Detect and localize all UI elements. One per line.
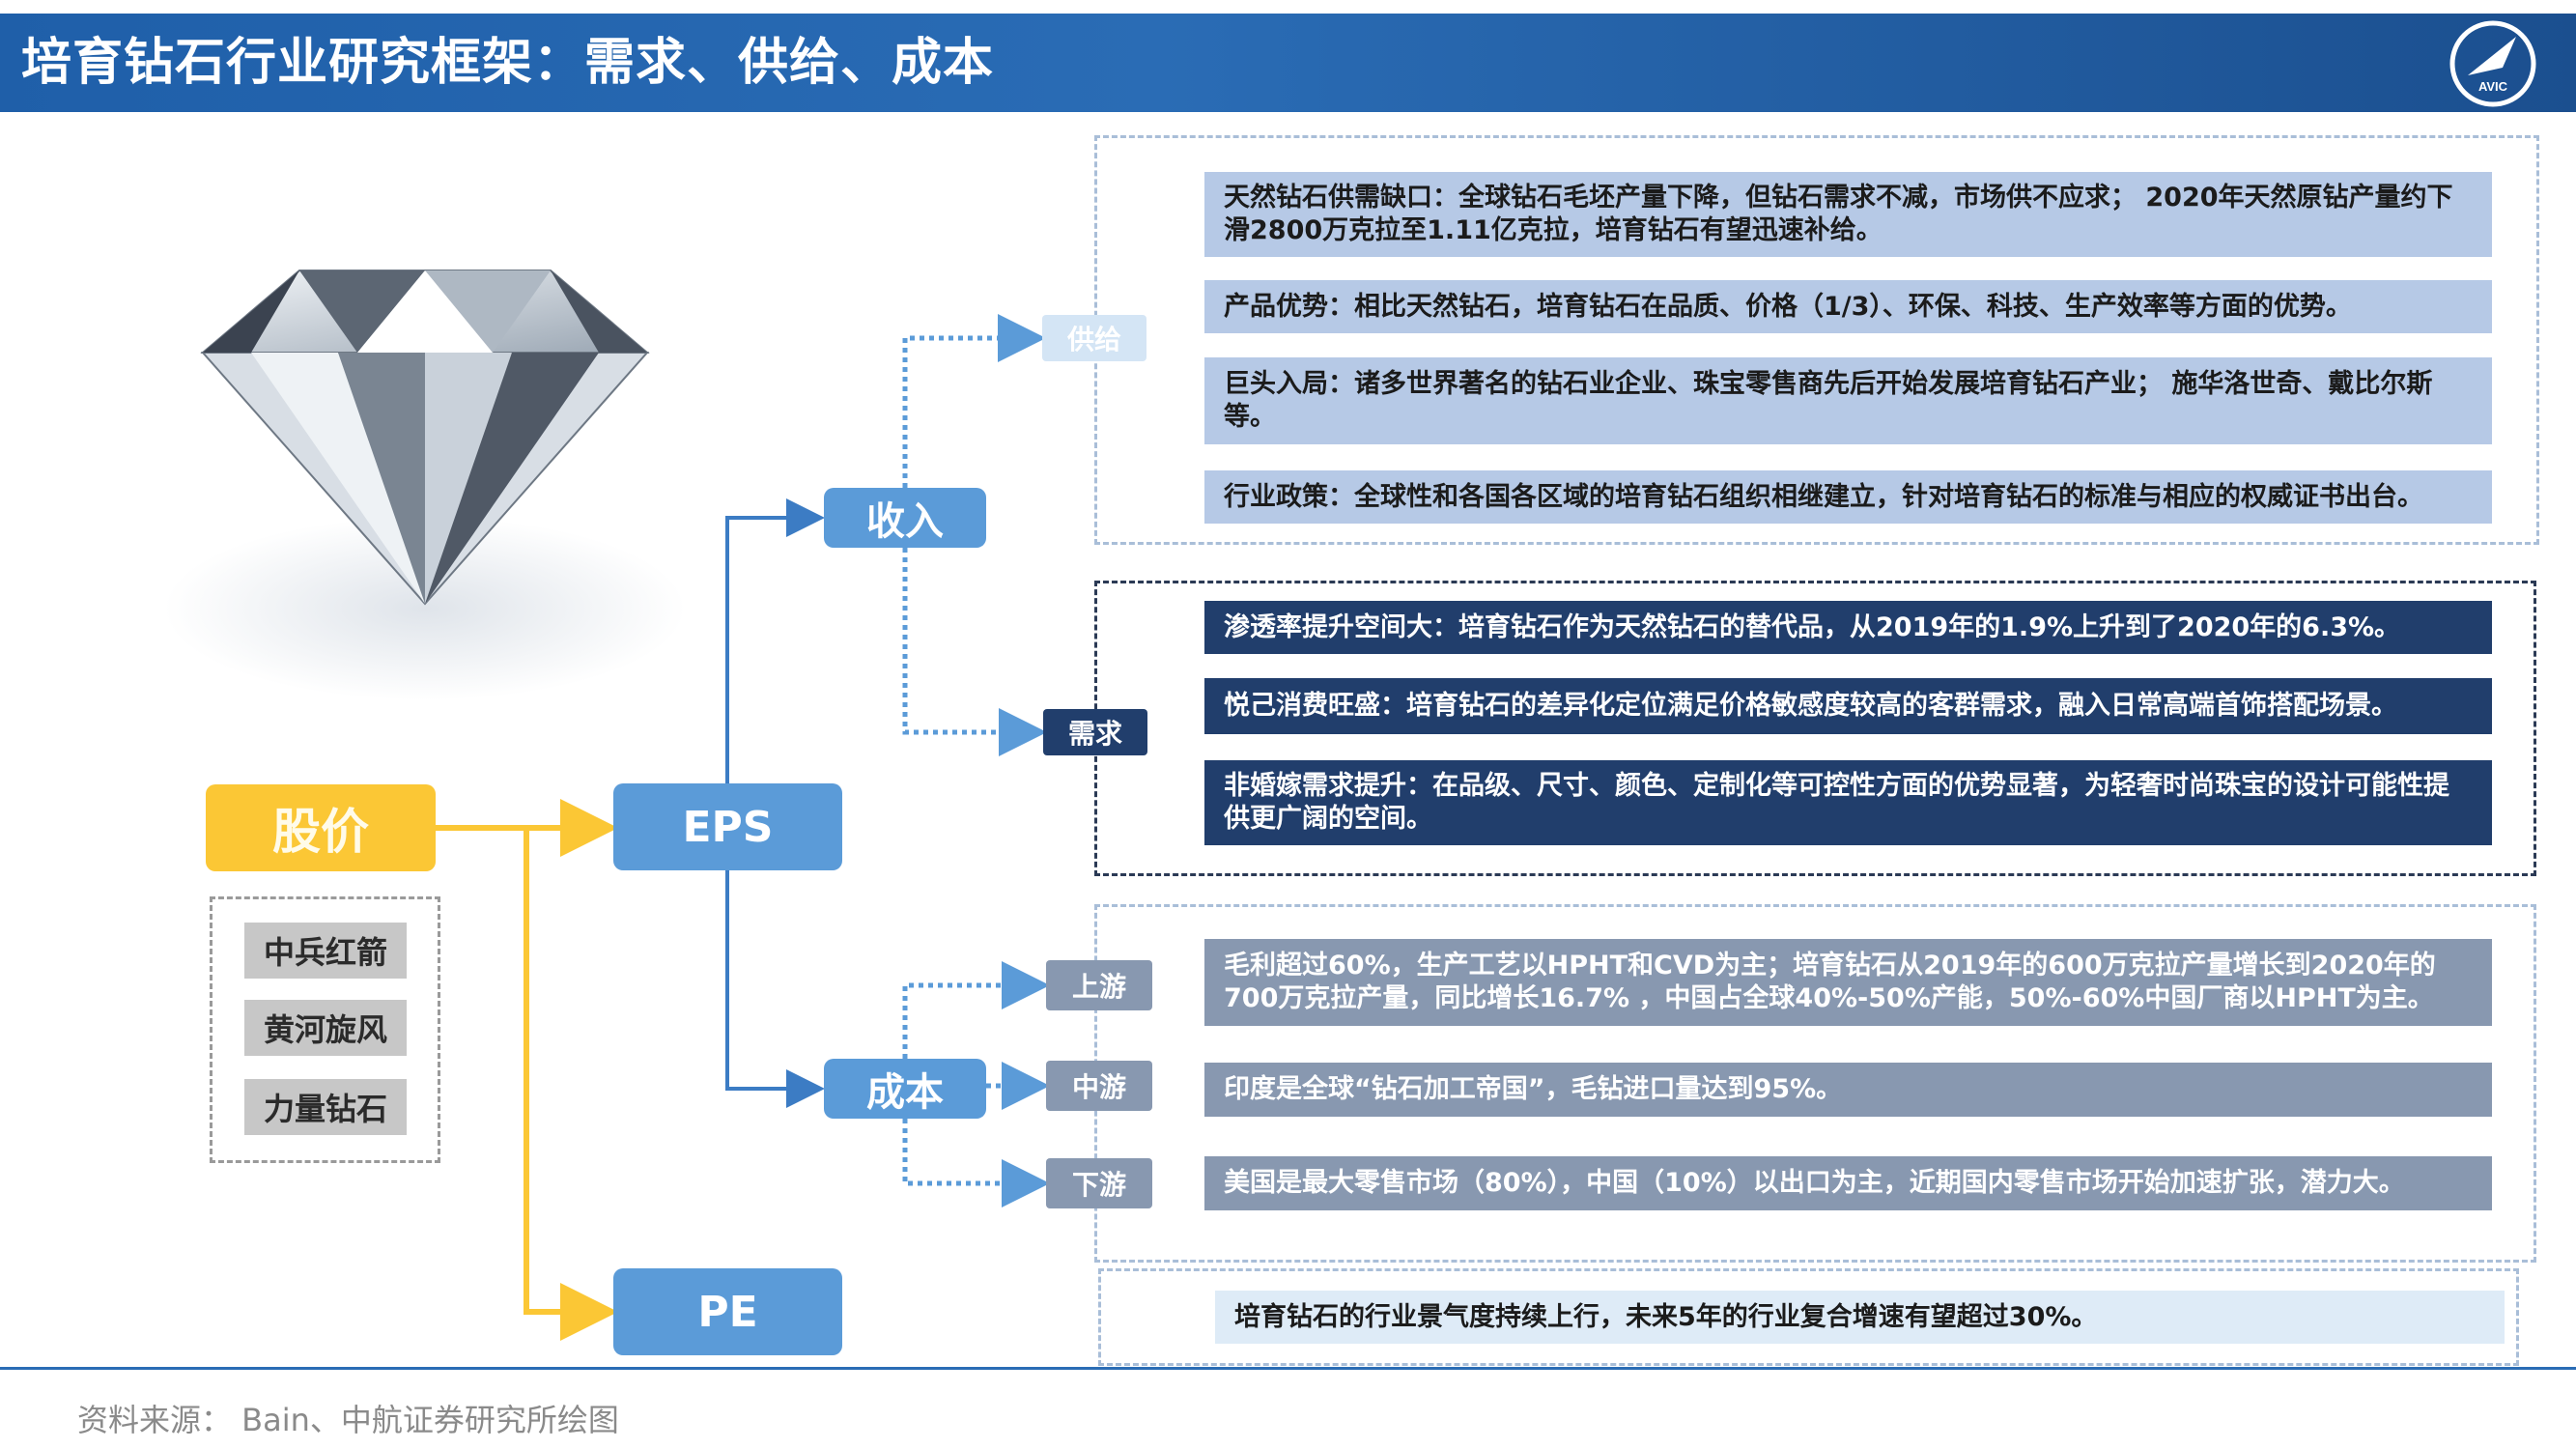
cost-item: 毛利超过60%，生产工艺以HPHT和CVD为主；培育钻石从2019年的600万克… bbox=[1204, 939, 2492, 1026]
eps-node: EPS bbox=[613, 783, 842, 870]
stock-item: 力量钻石 bbox=[244, 1079, 407, 1135]
upstream-tag: 上游 bbox=[1046, 960, 1152, 1010]
cost-item: 印度是全球“钻石加工帝国”，毛钻进口量达到95%。 bbox=[1204, 1063, 2492, 1117]
footer-divider bbox=[0, 1367, 2576, 1370]
avic-logo: AVIC bbox=[2449, 19, 2537, 108]
source-note: 资料来源： Bain、中航证券研究所绘图 bbox=[77, 1402, 619, 1438]
diamond-illustration bbox=[145, 222, 724, 724]
supply-item: 行业政策：全球性和各国各区域的培育钻石组织相继建立，针对培育钻石的标准与相应的权… bbox=[1204, 470, 2492, 524]
demand-item: 渗透率提升空间大：培育钻石作为天然钻石的替代品，从2019年的1.9%上升到了2… bbox=[1204, 601, 2492, 654]
pe-item: 培育钻石的行业景气度持续上行，未来5年的行业复合增速有望超过30%。 bbox=[1215, 1291, 2505, 1344]
supply-item: 天然钻石供需缺口：全球钻石毛坯产量下降，但钻石需求不减，市场供不应求； 2020… bbox=[1204, 172, 2492, 257]
demand-tag: 需求 bbox=[1043, 709, 1147, 755]
page-title: 培育钻石行业研究框架：需求、供给、成本 bbox=[21, 34, 995, 92]
cost-node: 成本 bbox=[824, 1059, 986, 1119]
pe-node: PE bbox=[613, 1268, 842, 1355]
logo-text: AVIC bbox=[2478, 79, 2508, 94]
stock-list: 中兵红箭 黄河旋风 力量钻石 bbox=[210, 896, 440, 1163]
demand-item: 非婚嫁需求提升：在品级、尺寸、颜色、定制化等可控性方面的优势显著，为轻奢时尚珠宝… bbox=[1204, 760, 2492, 845]
stock-item: 黄河旋风 bbox=[244, 1000, 407, 1056]
header-bar bbox=[0, 14, 2576, 112]
cost-item: 美国是最大零售市场（80%），中国（10%）以出口为主，近期国内零售市场开始加速… bbox=[1204, 1156, 2492, 1210]
revenue-node: 收入 bbox=[824, 488, 986, 548]
stock-price-node: 股价 bbox=[206, 784, 436, 871]
demand-item: 悦己消费旺盛：培育钻石的差异化定位满足价格敏感度较高的客群需求，融入日常高端首饰… bbox=[1204, 678, 2492, 734]
pe-panel bbox=[1098, 1268, 2519, 1366]
supply-item: 产品优势：相比天然钻石，培育钻石在品质、价格（1/3）、环保、科技、生产效率等方… bbox=[1204, 280, 2492, 333]
stock-item: 中兵红箭 bbox=[244, 923, 407, 979]
supply-item: 巨头入局：诸多世界著名的钻石业企业、珠宝零售商先后开始发展培育钻石产业； 施华洛… bbox=[1204, 357, 2492, 444]
downstream-tag: 下游 bbox=[1046, 1158, 1152, 1208]
supply-tag: 供给 bbox=[1042, 315, 1146, 361]
midstream-tag: 中游 bbox=[1046, 1061, 1152, 1111]
